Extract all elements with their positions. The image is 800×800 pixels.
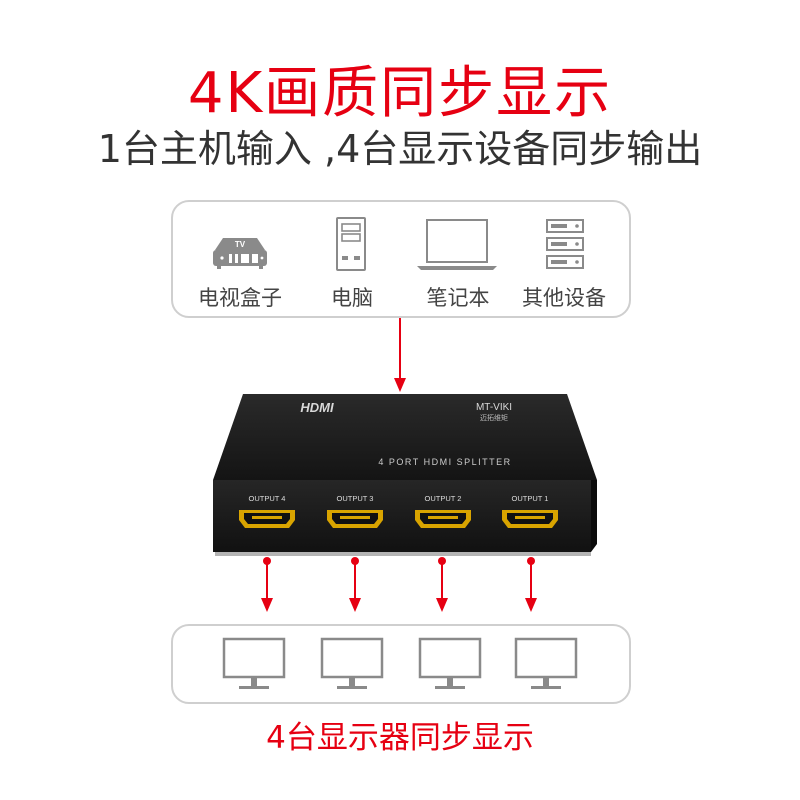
svg-text:OUTPUT 3: OUTPUT 3	[337, 494, 374, 503]
source-label: 电视盒子	[198, 286, 282, 310]
laptop-icon	[417, 219, 497, 270]
output-displays-panel	[171, 624, 631, 704]
server-icon	[546, 219, 584, 269]
monitor-icon	[320, 637, 384, 689]
model-label: 4 PORT HDMI SPLITTER	[378, 457, 511, 467]
output-arrow-icon	[525, 557, 537, 612]
output-port-4: OUTPUT 4	[239, 494, 295, 528]
svg-text:OUTPUT 4: OUTPUT 4	[249, 494, 286, 503]
hdmi-logo: HDMI	[300, 400, 334, 415]
svg-text:OUTPUT 2: OUTPUT 2	[425, 494, 462, 503]
output-port-1: OUTPUT 1	[502, 494, 558, 528]
source-devices-panel: TV 电视盒子 电脑 笔记本	[171, 200, 631, 318]
monitor-icon	[418, 637, 482, 689]
pc-tower-icon	[336, 217, 366, 271]
svg-text:HDMI: HDMI	[300, 400, 334, 415]
monitor-icon	[514, 637, 578, 689]
source-tv-box: TV 电视盒子	[185, 202, 295, 320]
footer-caption: 4台显示器同步显示	[266, 720, 534, 756]
monitor-icon	[222, 637, 286, 689]
source-label: 电脑	[331, 286, 373, 310]
page-subtitle: 1台主机输入 ,4台显示设备同步输出	[97, 127, 703, 171]
output-arrow-icon	[436, 557, 448, 612]
source-laptop: 笔记本	[403, 202, 513, 320]
input-arrow-icon	[394, 318, 406, 392]
svg-text:迈拓维矩: 迈拓维矩	[480, 413, 508, 422]
brand-logo: MT-VIKI 迈拓维矩	[476, 402, 512, 422]
page-title: 4K画质同步显示	[187, 61, 613, 126]
output-port-3: OUTPUT 3	[327, 494, 383, 528]
source-computer: 电脑	[297, 202, 407, 320]
output-arrow-icon	[349, 557, 361, 612]
output-port-2: OUTPUT 2	[415, 494, 471, 528]
svg-text:TV: TV	[235, 240, 246, 249]
output-arrow-icon	[261, 557, 273, 612]
source-other: 其他设备	[509, 202, 619, 320]
source-label: 其他设备	[522, 286, 606, 310]
source-label: 笔记本	[426, 286, 490, 310]
svg-text:OUTPUT 1: OUTPUT 1	[512, 494, 549, 503]
svg-text:MT-VIKI: MT-VIKI	[476, 402, 512, 413]
hdmi-splitter-device: HDMI MT-VIKI 迈拓维矩 4 PORT HDMI SPLITTER O…	[213, 394, 597, 556]
tv-box-icon: TV	[213, 238, 267, 269]
